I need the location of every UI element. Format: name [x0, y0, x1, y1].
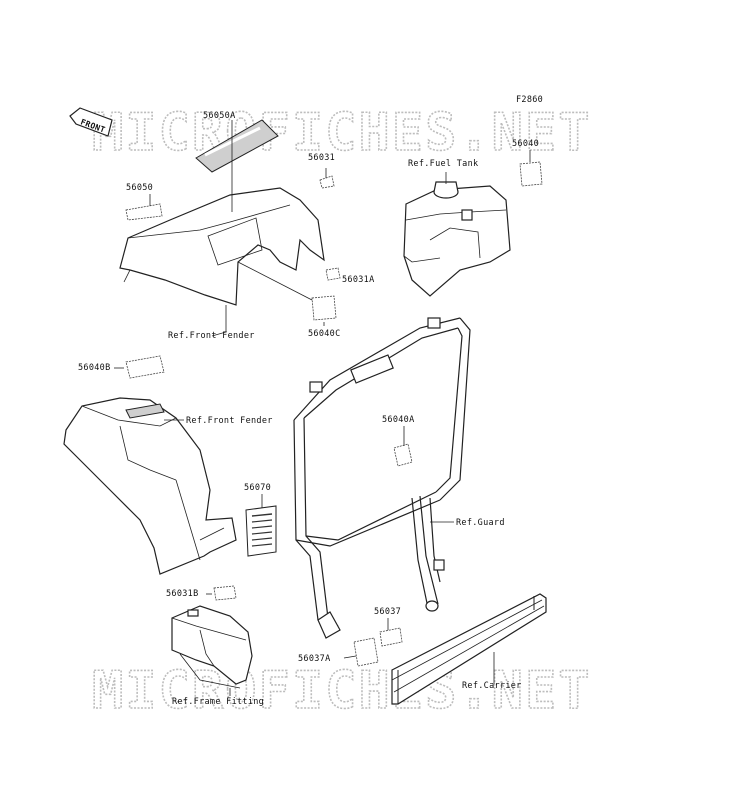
decal-56037	[379, 627, 403, 647]
decal-56031a	[325, 267, 341, 281]
label-ref-fuel-tank: Ref.Fuel Tank	[408, 159, 478, 169]
decal-56070	[245, 505, 277, 557]
label-56070: 56070	[244, 483, 271, 493]
label-ref-front-fender-mid: Ref.Front Fender	[186, 416, 273, 426]
label-56037: 56037	[374, 607, 401, 617]
label-56050a: 56050A	[203, 111, 236, 121]
decal-56040b	[125, 355, 165, 379]
label-56050: 56050	[126, 183, 153, 193]
decal-56040c	[311, 295, 337, 321]
label-56040a: 56040A	[382, 415, 415, 425]
label-56031: 56031	[308, 153, 335, 163]
decal-56037a	[353, 637, 379, 667]
fuel-tank-part	[403, 181, 511, 297]
label-56037a: 56037A	[298, 654, 331, 664]
figure-code: F2860	[516, 95, 543, 105]
decal-56031	[319, 175, 335, 189]
frame-fitting-part	[171, 605, 253, 689]
front-fender-top-part	[119, 187, 325, 306]
label-56040: 56040	[512, 139, 539, 149]
decal-56040a	[393, 443, 413, 467]
label-56040c: 56040C	[308, 329, 341, 339]
label-ref-front-fender-top: Ref.Front Fender	[168, 331, 255, 341]
decal-56040	[519, 161, 543, 187]
label-ref-carrier: Ref.Carrier	[462, 681, 522, 691]
watermark-top: MICROFICHES.NET	[92, 103, 592, 163]
guard-part	[293, 317, 471, 639]
carrier-part	[391, 593, 547, 705]
label-56031b: 56031B	[166, 589, 199, 599]
label-ref-guard: Ref.Guard	[456, 518, 505, 528]
decal-56050	[125, 203, 163, 221]
watermark-bottom: MICROFICHES.NET	[92, 661, 592, 721]
label-ref-frame-fitting: Ref.Frame Fitting	[172, 697, 264, 707]
label-56031a: 56031A	[342, 275, 375, 285]
front-fender-mid-part	[63, 397, 237, 575]
decal-56050a	[195, 119, 279, 173]
decal-56031b	[213, 585, 237, 601]
label-56040b: 56040B	[78, 363, 111, 373]
